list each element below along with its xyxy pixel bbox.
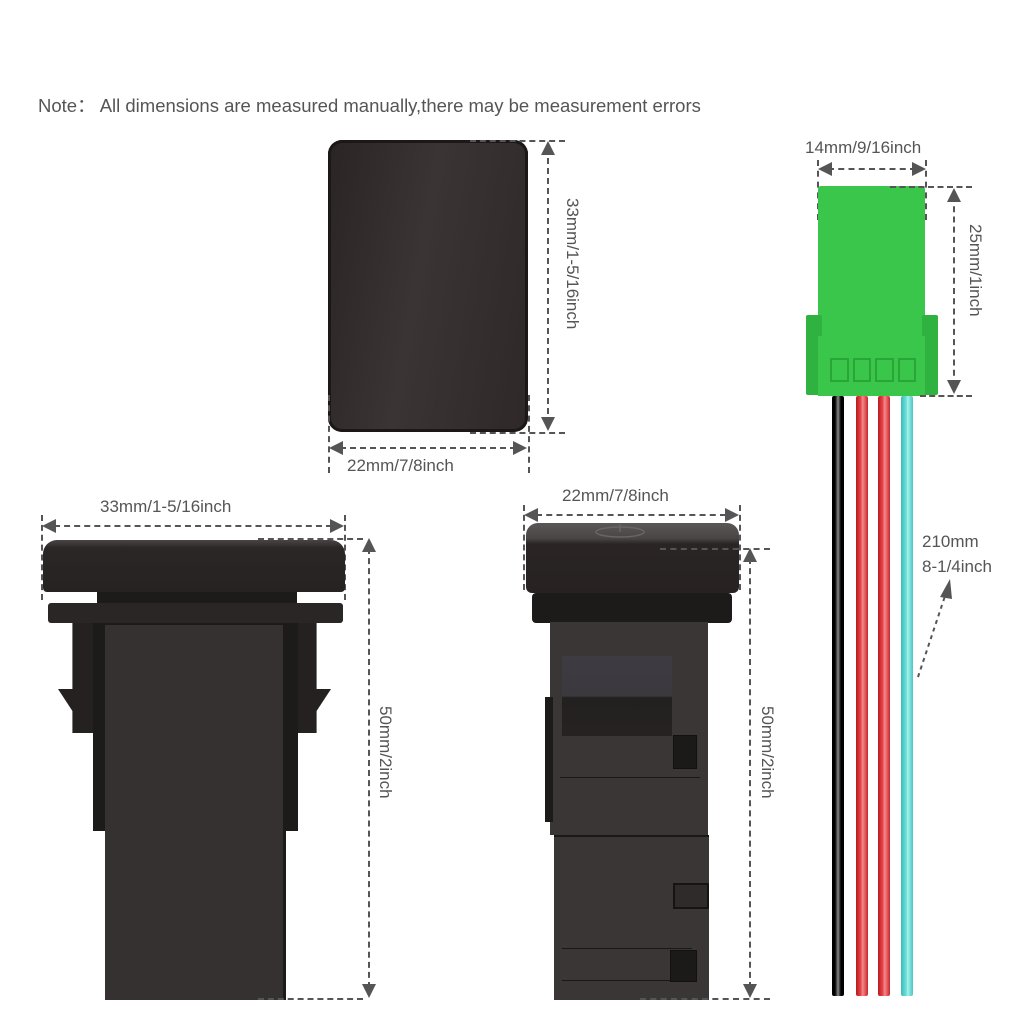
pin-slot — [830, 358, 849, 382]
arrow-left-icon — [42, 519, 56, 533]
dimension-guide — [41, 515, 43, 600]
arrow-up-icon — [362, 538, 376, 552]
side-width-label: 22mm/7/8inch — [562, 486, 669, 505]
arrow-up-icon — [947, 188, 961, 202]
clip-right — [295, 623, 331, 733]
side-height-label: 50mm/2inch — [758, 706, 777, 799]
dimension-line — [340, 447, 516, 449]
arrow-right-icon — [330, 519, 344, 533]
dimension-guide — [523, 505, 525, 590]
arrow-left-icon — [329, 441, 343, 455]
switch-flange — [532, 593, 732, 623]
wire-red — [878, 396, 890, 996]
wire-length-mm-label: 210mm — [922, 532, 979, 551]
switch-cap — [43, 540, 345, 592]
dimension-guide — [925, 160, 927, 220]
latch-slot — [673, 883, 709, 909]
dimension-guide — [660, 548, 770, 550]
arrow-up-icon — [541, 141, 555, 155]
dimension-line — [953, 196, 955, 386]
dimension-guide — [640, 998, 770, 1000]
dimension-line — [547, 148, 549, 424]
dimension-guide — [920, 395, 972, 397]
dimension-line — [749, 558, 751, 988]
power-icon — [595, 524, 645, 538]
switch-body-window — [562, 656, 672, 736]
wire-cyan — [901, 396, 913, 996]
divider-line — [560, 777, 700, 778]
divider-line — [562, 948, 692, 949]
latch-slot — [673, 735, 697, 769]
divider-line — [562, 980, 692, 981]
dimension-line — [536, 514, 726, 516]
dimension-line — [828, 168, 916, 170]
arrow-down-icon — [362, 984, 376, 998]
pin-slot — [875, 358, 894, 382]
dimension-line — [368, 548, 370, 988]
arrow-left-icon — [524, 508, 538, 522]
connector-height-label: 25mm/1inch — [966, 224, 985, 317]
pin-slot — [852, 358, 871, 382]
wire-length-inch-label: 8-1/4inch — [922, 557, 992, 576]
arrow-down-icon — [947, 380, 961, 394]
switch-flange — [48, 603, 343, 623]
latch-slot — [670, 950, 697, 982]
switch-cap — [526, 523, 739, 593]
wire-red — [856, 396, 868, 996]
dimension-guide — [344, 515, 346, 600]
front-height-label: 50mm/2inch — [376, 706, 395, 799]
face-width-label: 22mm/7/8inch — [347, 456, 454, 475]
front-width-label: 33mm/1-5/16inch — [100, 497, 232, 516]
dimension-guide — [739, 505, 741, 590]
arrow-right-icon — [912, 162, 926, 176]
connector-width-label: 14mm/9/16inch — [805, 138, 922, 157]
dimension-guide — [890, 186, 972, 188]
pin-slot — [897, 358, 916, 382]
connector-base — [818, 336, 925, 396]
switch-face — [328, 140, 528, 432]
dimension-line — [54, 525, 332, 527]
switch-body-panel — [105, 625, 283, 1000]
arrow-right-icon — [725, 508, 739, 522]
dimension-guide — [258, 538, 363, 540]
arrow-down-icon — [743, 984, 757, 998]
wire-length-pointer-arrow — [917, 579, 952, 678]
connector-pin-slots — [830, 358, 916, 382]
arrow-left-icon — [818, 162, 832, 176]
switch-side-ridge — [545, 697, 553, 822]
arrow-up-icon — [743, 548, 757, 562]
face-height-label: 33mm/1-5/16inch — [563, 198, 582, 330]
arrow-down-icon — [541, 417, 555, 431]
dimension-guide — [528, 395, 530, 473]
dimension-guide — [258, 998, 363, 1000]
dimension-guide — [470, 432, 565, 434]
dimension-guide — [328, 395, 330, 473]
measurement-note: Note： All dimensions are measured manual… — [38, 95, 701, 116]
switch-neck — [97, 592, 297, 606]
connector-flange-right — [922, 315, 938, 395]
arrow-right-icon — [513, 441, 527, 455]
dimension-guide — [470, 140, 565, 142]
connector-housing — [818, 186, 925, 336]
wire-black — [832, 396, 844, 996]
clip-left — [58, 623, 94, 733]
